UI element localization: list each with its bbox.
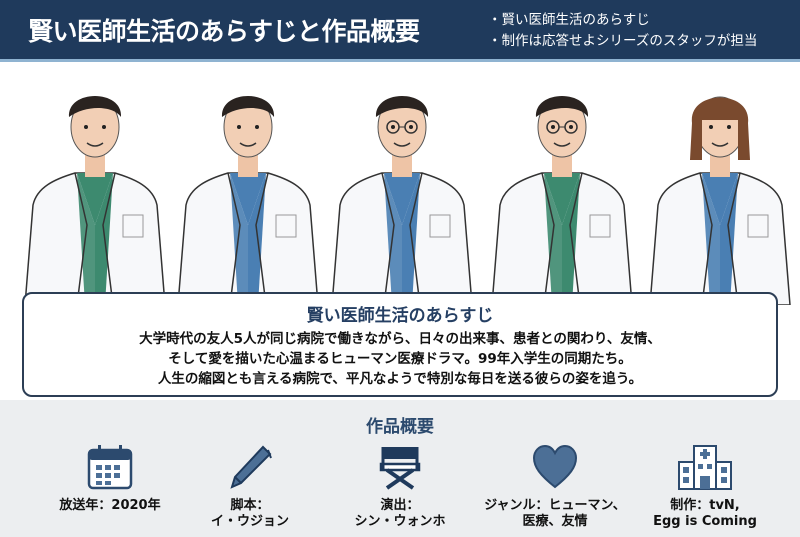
doctors-illustration bbox=[0, 65, 800, 306]
overview-item-writer: 脚本： イ・ウジョン bbox=[175, 444, 325, 530]
overview-label: 放送年：2020年 bbox=[59, 498, 161, 513]
synopsis-text: 大学時代の友人5人が同じ病院で働きながら、日々の出来事、患者との関わり、友情、 … bbox=[24, 329, 776, 389]
overview-label: ジャンル：ヒューマン、 医療、友情 bbox=[484, 498, 626, 529]
synopsis-box: 賢い医師生活のあらすじ 大学時代の友人5人が同じ病院で働きながら、日々の出来事、… bbox=[22, 292, 778, 397]
overview-section: 作品概要 放送年：2020年 脚本： イ・ウジョン 演出： シン・ウォンホ ジャ… bbox=[0, 400, 800, 537]
overview-item-production: 制作：tvN, Egg is Coming bbox=[630, 444, 780, 530]
overview-label: 脚本： イ・ウジョン bbox=[210, 498, 289, 529]
doctor-figure bbox=[482, 75, 642, 306]
synopsis-line: そして愛を描いた心温まるヒューマン医療ドラマ。99年入学生の同期たち。 bbox=[168, 351, 632, 367]
overview-label: 制作：tvN, Egg is Coming bbox=[653, 498, 757, 529]
doctor-figure bbox=[168, 75, 328, 306]
overview-label: 演出： シン・ウォンホ bbox=[354, 498, 446, 529]
synopsis-title: 賢い医師生活のあらすじ bbox=[306, 306, 494, 326]
overview-title: 作品概要 bbox=[366, 417, 434, 437]
overview-item-year: 放送年：2020年 bbox=[35, 444, 185, 514]
director-chair-icon bbox=[379, 447, 421, 490]
doctor-figure bbox=[322, 75, 482, 306]
overview-item-director: 演出： シン・ウォンホ bbox=[325, 444, 475, 530]
synopsis-line: 人生の縮図とも言える病院で、平凡なようで特別な毎日を送る彼らの姿を追う。 bbox=[157, 371, 643, 387]
doctor-figure bbox=[640, 75, 800, 306]
header-banner: 賢い医師生活のあらすじと作品概要 ・賢い医師生活のあらすじ ・制作は応答せよシリ… bbox=[0, 0, 800, 62]
doctor-figure bbox=[15, 75, 175, 306]
header-bullets: ・賢い医師生活のあらすじ ・制作は応答せよシリーズのスタッフが担当 bbox=[488, 10, 757, 52]
pen-icon bbox=[230, 445, 272, 489]
overview-item-genre: ジャンル：ヒューマン、 医療、友情 bbox=[480, 444, 630, 530]
page-title: 賢い医師生活のあらすじと作品概要 bbox=[28, 17, 420, 46]
calendar-icon bbox=[87, 445, 133, 490]
heart-icon bbox=[532, 444, 578, 489]
synopsis-line: 大学時代の友人5人が同じ病院で働きながら、日々の出来事、患者との関わり、友情、 bbox=[139, 331, 661, 347]
header-bullet: ・賢い医師生活のあらすじ bbox=[488, 12, 650, 28]
hospital-icon bbox=[678, 445, 732, 490]
header-bullet: ・制作は応答せよシリーズのスタッフが担当 bbox=[488, 33, 758, 49]
